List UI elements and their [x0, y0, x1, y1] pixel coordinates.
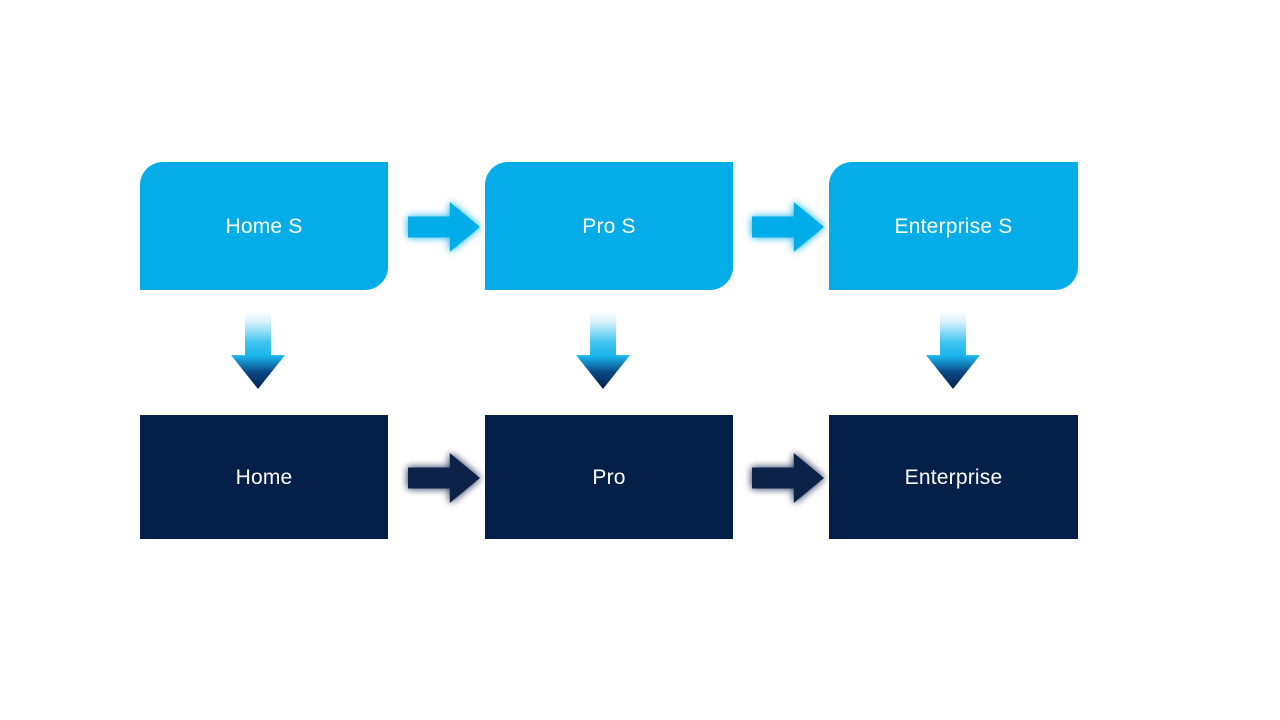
node-label: Pro — [592, 465, 626, 489]
arrow-shape — [231, 311, 285, 389]
arrow-shape — [752, 202, 824, 252]
node-label: Home — [235, 465, 293, 489]
node-label: Pro S — [582, 214, 636, 238]
node-enterprise[interactable]: Enterprise — [829, 415, 1078, 539]
arrow-shape — [408, 202, 480, 252]
node-home[interactable]: Home — [140, 415, 388, 539]
arrow-shape — [752, 453, 824, 503]
arrow-shape — [926, 311, 980, 389]
arrow-pro-to-enterprise — [752, 453, 824, 503]
arrow-shape — [408, 453, 480, 503]
arrow-home-s-to-pro-s — [408, 202, 480, 252]
node-label: Enterprise S — [894, 214, 1013, 238]
arrow-enterprise-s-to-enterprise — [926, 311, 980, 389]
arrow-pro-s-to-pro — [576, 311, 630, 389]
arrow-pro-s-to-enterprise-s — [752, 202, 824, 252]
node-home-s[interactable]: Home S — [140, 162, 388, 290]
node-label: Home S — [225, 214, 303, 238]
arrow-home-to-pro — [408, 453, 480, 503]
arrow-home-s-to-home — [231, 311, 285, 389]
node-label: Enterprise — [904, 465, 1003, 489]
node-pro-s[interactable]: Pro S — [485, 162, 733, 290]
node-pro[interactable]: Pro — [485, 415, 733, 539]
arrow-shape — [576, 311, 630, 389]
node-enterprise-s[interactable]: Enterprise S — [829, 162, 1078, 290]
